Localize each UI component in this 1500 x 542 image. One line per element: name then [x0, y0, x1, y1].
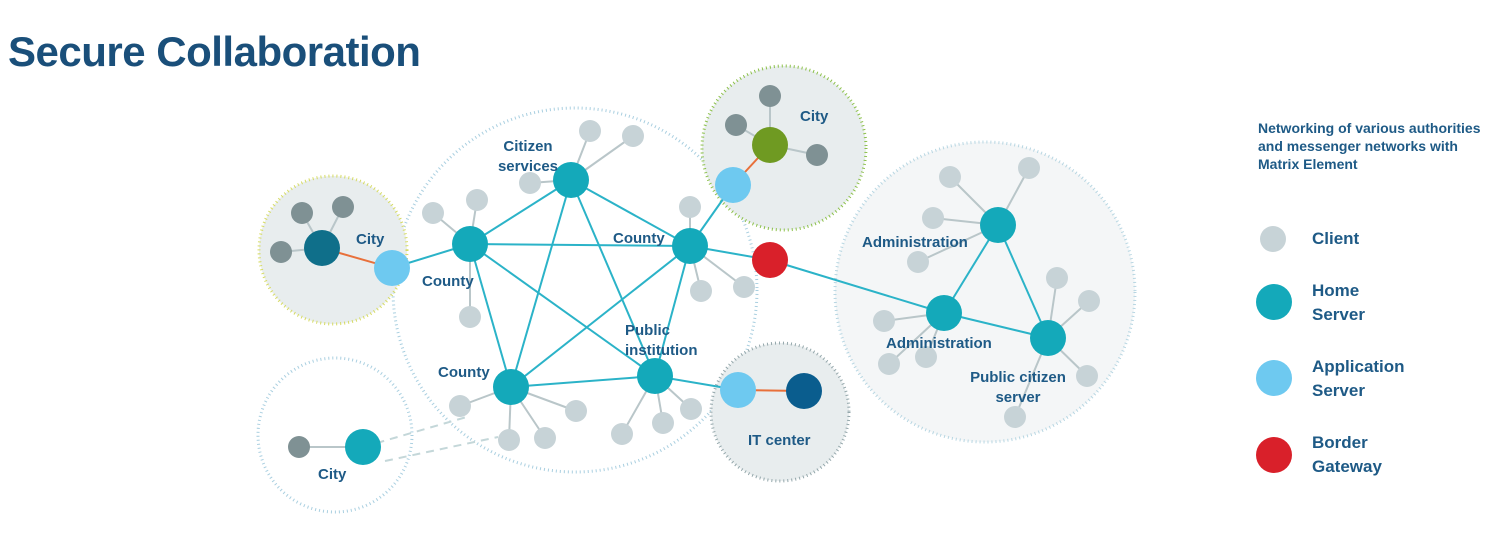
client-swatch [1260, 226, 1286, 252]
client-node [1076, 365, 1098, 387]
legend-item-application-server: Application Server [1256, 357, 1405, 400]
home-server-node [672, 228, 708, 264]
client-node [806, 144, 828, 166]
label-city-left: City [356, 231, 385, 248]
client-node [1004, 406, 1026, 428]
client-node [759, 85, 781, 107]
client-node [622, 125, 644, 147]
client-node [652, 412, 674, 434]
client-node [459, 306, 481, 328]
label-administration-top: Administration [862, 234, 968, 251]
label-administration-bottom: Administration [886, 335, 992, 352]
dashed-link [384, 436, 499, 462]
cluster-it-center [709, 341, 851, 483]
home-server-node-city-left [304, 230, 340, 266]
client-node [915, 346, 937, 368]
client-node [1018, 157, 1040, 179]
label-it-center: IT center [748, 432, 811, 449]
home-server-node [553, 162, 589, 198]
home-server-node [980, 207, 1016, 243]
page-title: Secure Collaboration [8, 28, 421, 75]
server-link [469, 179, 572, 245]
server-link [510, 179, 572, 388]
application-server-node [374, 250, 410, 286]
legend-item-border-gateway: Border Gateway [1256, 433, 1382, 476]
server-link [654, 245, 691, 377]
client-node [680, 398, 702, 420]
client-node [498, 429, 520, 451]
application-server-node [720, 372, 756, 408]
server-link [769, 259, 945, 314]
cluster-administration [833, 140, 1137, 444]
label-city-bottom: City [318, 466, 347, 483]
home-server-node [926, 295, 962, 331]
home-server-swatch [1256, 284, 1292, 320]
client-node [873, 310, 895, 332]
client-node [466, 189, 488, 211]
client-node [725, 114, 747, 136]
client-node [579, 120, 601, 142]
home-server-node [493, 369, 529, 405]
client-node [565, 400, 587, 422]
border-gateway-node [752, 242, 788, 278]
client-node [422, 202, 444, 224]
label-county-left: County [422, 273, 474, 290]
dashed-link [362, 415, 471, 448]
home-server-node-it-center [786, 373, 822, 409]
client-node [291, 202, 313, 224]
server-link [997, 224, 1049, 339]
client-node [939, 166, 961, 188]
client-node [922, 207, 944, 229]
home-server-node-city-top [752, 127, 788, 163]
client-node [332, 196, 354, 218]
legend-item-home-server: Home Server [1256, 281, 1365, 324]
server-link [469, 243, 656, 377]
label-county-right: County [613, 230, 665, 247]
client-node [449, 395, 471, 417]
server-link [469, 243, 691, 247]
client-node [1046, 267, 1068, 289]
home-server-node [345, 429, 381, 465]
legend-item-client: Client [1256, 226, 1359, 252]
home-server-node [452, 226, 488, 262]
server-link [469, 243, 512, 388]
client-node [733, 276, 755, 298]
client-node [690, 280, 712, 302]
legend-heading: Networking of various authorities and me… [1258, 120, 1481, 172]
client-node [907, 251, 929, 273]
client-node [878, 353, 900, 375]
client-node [611, 423, 633, 445]
server-link [570, 179, 691, 247]
application-server-swatch [1256, 360, 1292, 396]
client-node [534, 427, 556, 449]
application-server-node [715, 167, 751, 203]
label-county-bottom: County [438, 364, 490, 381]
server-link [510, 245, 691, 388]
cluster-city-bottom [256, 356, 414, 514]
legend-label-application-server: Application Server [1312, 357, 1405, 400]
client-node [519, 172, 541, 194]
server-link [570, 179, 656, 377]
border-gateway-swatch [1256, 437, 1292, 473]
server-link [510, 375, 656, 388]
client-node [679, 196, 701, 218]
legend-label-border-gateway: Border Gateway [1312, 433, 1382, 476]
client-node [270, 241, 292, 263]
home-server-node [1030, 320, 1066, 356]
legend-label-home-server: Home Server [1312, 281, 1365, 324]
client-node [288, 436, 310, 458]
label-city-top: City [800, 108, 829, 125]
home-server-node [637, 358, 673, 394]
client-node [1078, 290, 1100, 312]
legend-label-client: Client [1312, 229, 1360, 248]
